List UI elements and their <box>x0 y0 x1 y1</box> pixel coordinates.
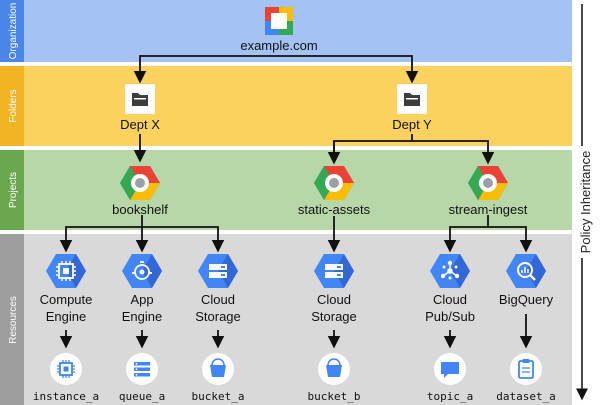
policy-inheritance-arrow: Policy Inheritance <box>574 4 593 401</box>
service-label-line1: Compute <box>40 292 93 307</box>
instance-label: bucket_b <box>308 390 361 403</box>
project-hexagon-icon <box>120 166 160 200</box>
instance-node: topic_a <box>427 353 473 403</box>
service-label-line1: Cloud <box>433 292 467 307</box>
clipboard-icon <box>510 353 542 385</box>
chip-icon <box>46 254 86 288</box>
bucket-icon <box>202 353 234 385</box>
org-node: example.com <box>240 7 318 53</box>
service-cloud-storage-2: Cloud Storage <box>311 254 357 324</box>
org-name: example.com <box>240 38 317 53</box>
service-label-line2: Pub/Sub <box>425 309 475 324</box>
instance-node: bucket_a <box>192 353 245 403</box>
instance-node: instance_a <box>33 353 99 403</box>
service-label-line1: App <box>130 292 153 307</box>
instance-node: queue_a <box>119 353 165 403</box>
service-cloud-pubsub: Cloud Pub/Sub <box>425 254 475 324</box>
service-label-line2: Storage <box>195 309 241 324</box>
pubsub-icon <box>430 254 470 288</box>
service-cloud-storage: Cloud Storage <box>195 254 241 324</box>
band-label-organization: Organization <box>8 3 19 60</box>
service-bigquery: BigQuery <box>499 254 554 307</box>
bigquery-icon <box>506 254 546 288</box>
service-label-line1: BigQuery <box>499 292 554 307</box>
storage-icon <box>314 254 354 288</box>
project-hexagon-icon <box>314 166 354 200</box>
instance-label: instance_a <box>33 390 99 403</box>
project-label: stream-ingest <box>449 202 528 217</box>
folder-icon <box>125 84 155 114</box>
folder-icon <box>397 84 427 114</box>
band-label-projects: Projects <box>8 172 19 208</box>
project-node-static-assets: static-assets <box>298 166 371 217</box>
bucket-icon <box>318 353 350 385</box>
instance-label: queue_a <box>119 390 165 403</box>
instance-label: bucket_a <box>192 390 245 403</box>
folder-label: Dept X <box>120 117 160 132</box>
instance-label: dataset_a <box>496 390 556 403</box>
folder-node-dept-x: Dept X <box>120 84 160 132</box>
service-label-line1: Cloud <box>201 292 235 307</box>
connector-org-folders <box>133 55 419 84</box>
project-node-stream-ingest: stream-ingest <box>449 166 528 217</box>
policy-inheritance-label: Policy Inheritance <box>578 151 593 254</box>
gcp-logo-icon <box>265 7 293 35</box>
resources-band: Resources <box>0 234 572 405</box>
band-label-folders: Folders <box>8 89 19 122</box>
project-label: bookshelf <box>112 202 168 217</box>
project-label: static-assets <box>298 202 371 217</box>
band-label-resources: Resources <box>8 296 19 344</box>
folder-node-dept-y: Dept Y <box>392 84 432 132</box>
service-label-line2: Engine <box>46 309 86 324</box>
app-engine-icon <box>122 254 162 288</box>
connector-lines <box>59 55 533 349</box>
instance-node: dataset_a <box>496 353 556 403</box>
folder-label: Dept Y <box>392 117 432 132</box>
instance-label: topic_a <box>427 390 473 403</box>
service-label-line2: Storage <box>311 309 357 324</box>
project-node-bookshelf: bookshelf <box>112 166 168 217</box>
folders-band: Folders <box>0 66 572 146</box>
service-label-line2: Engine <box>122 309 162 324</box>
storage-icon <box>198 254 238 288</box>
service-app-engine: App Engine <box>122 254 162 324</box>
service-label-line1: Cloud <box>317 292 351 307</box>
instance-node: bucket_b <box>308 353 361 403</box>
speech-bubble-icon <box>434 353 466 385</box>
queue-icon <box>126 353 158 385</box>
service-compute-engine: Compute Engine <box>40 254 93 324</box>
project-hexagon-icon <box>468 166 508 200</box>
chip-outline-icon <box>50 353 82 385</box>
